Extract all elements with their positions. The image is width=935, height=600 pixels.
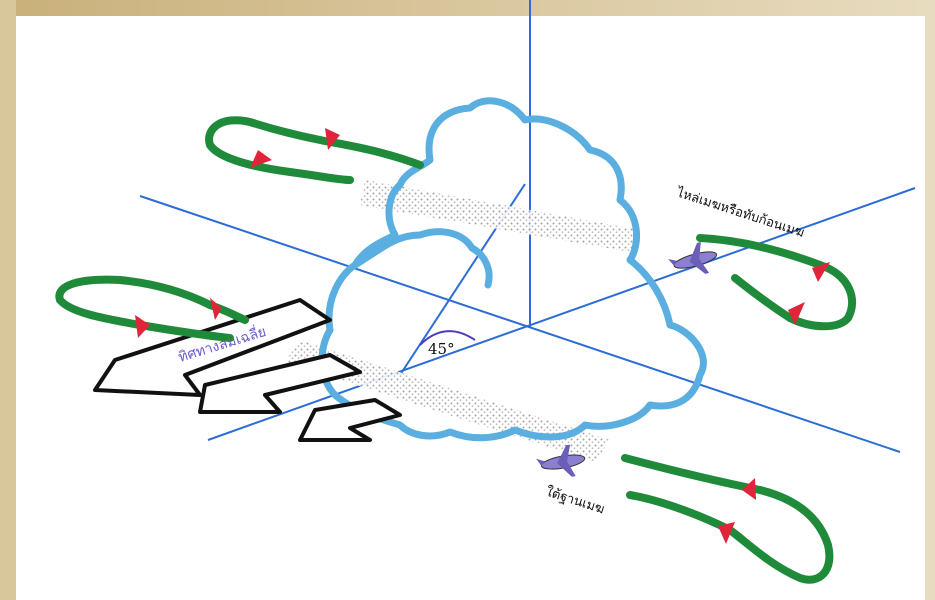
arrowhead-6 xyxy=(788,302,805,325)
arrowhead-1 xyxy=(325,128,340,150)
loop-mid-left xyxy=(55,275,249,342)
plane-icon xyxy=(536,444,586,477)
top-border xyxy=(0,0,935,16)
arrowhead-3 xyxy=(135,315,150,338)
wind-arrow-1 xyxy=(93,298,332,397)
arrowhead-7 xyxy=(742,478,756,500)
cloud-outline xyxy=(318,97,707,442)
angle-label: 45° xyxy=(428,340,455,358)
right-border xyxy=(925,0,935,600)
axes xyxy=(139,0,916,453)
horizontal-axis-b xyxy=(207,187,916,441)
wind-arrow-2 xyxy=(198,353,362,414)
loop-right-upper xyxy=(696,234,856,331)
arrowhead-2 xyxy=(250,150,272,168)
label-cloud-base: ใต้ฐานเมฆ xyxy=(544,484,607,518)
loop-top-left xyxy=(205,116,424,184)
wind-arrow-3 xyxy=(298,398,402,442)
angle-arc xyxy=(419,330,476,346)
cloud-inner-ridge xyxy=(351,228,493,289)
arrowhead-5 xyxy=(812,262,830,282)
haze-band-upper xyxy=(360,180,640,252)
plane-icon xyxy=(668,241,718,274)
loop-right-lower xyxy=(621,454,834,584)
arrowhead-8 xyxy=(718,522,735,544)
horizontal-axis-a xyxy=(139,195,901,453)
label-cloud-shoulder: ไหล่เมฆหรือทับก้อนเมฆ xyxy=(674,184,807,241)
wind-arrows xyxy=(93,298,402,442)
loop-arrowheads xyxy=(135,128,830,544)
arrowhead-4 xyxy=(210,298,222,320)
turbulence-loops xyxy=(55,116,856,584)
cloud xyxy=(318,97,707,442)
left-border xyxy=(0,0,16,600)
